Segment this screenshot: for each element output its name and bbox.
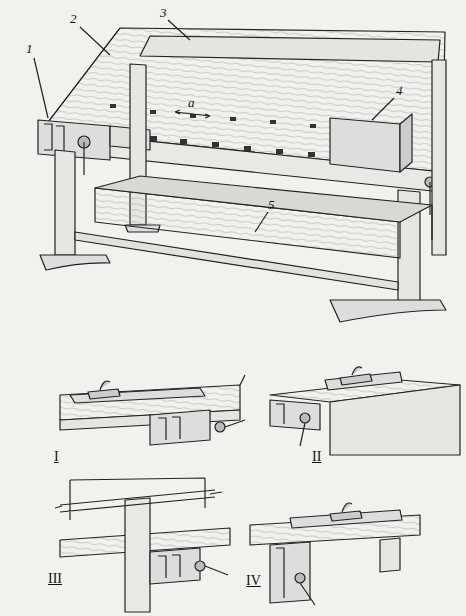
dimension-letter: а (188, 96, 195, 109)
callout-number: 1 (26, 42, 33, 55)
callout-number: 5 (268, 198, 275, 211)
callout-number: 2 (70, 12, 77, 25)
view-numeral: II (312, 450, 321, 464)
view-numeral: I (54, 450, 59, 464)
view-numeral: III (48, 572, 62, 586)
callout-number: 3 (160, 6, 167, 19)
view-numeral: IV (246, 574, 261, 588)
callout-number: 4 (396, 84, 403, 97)
